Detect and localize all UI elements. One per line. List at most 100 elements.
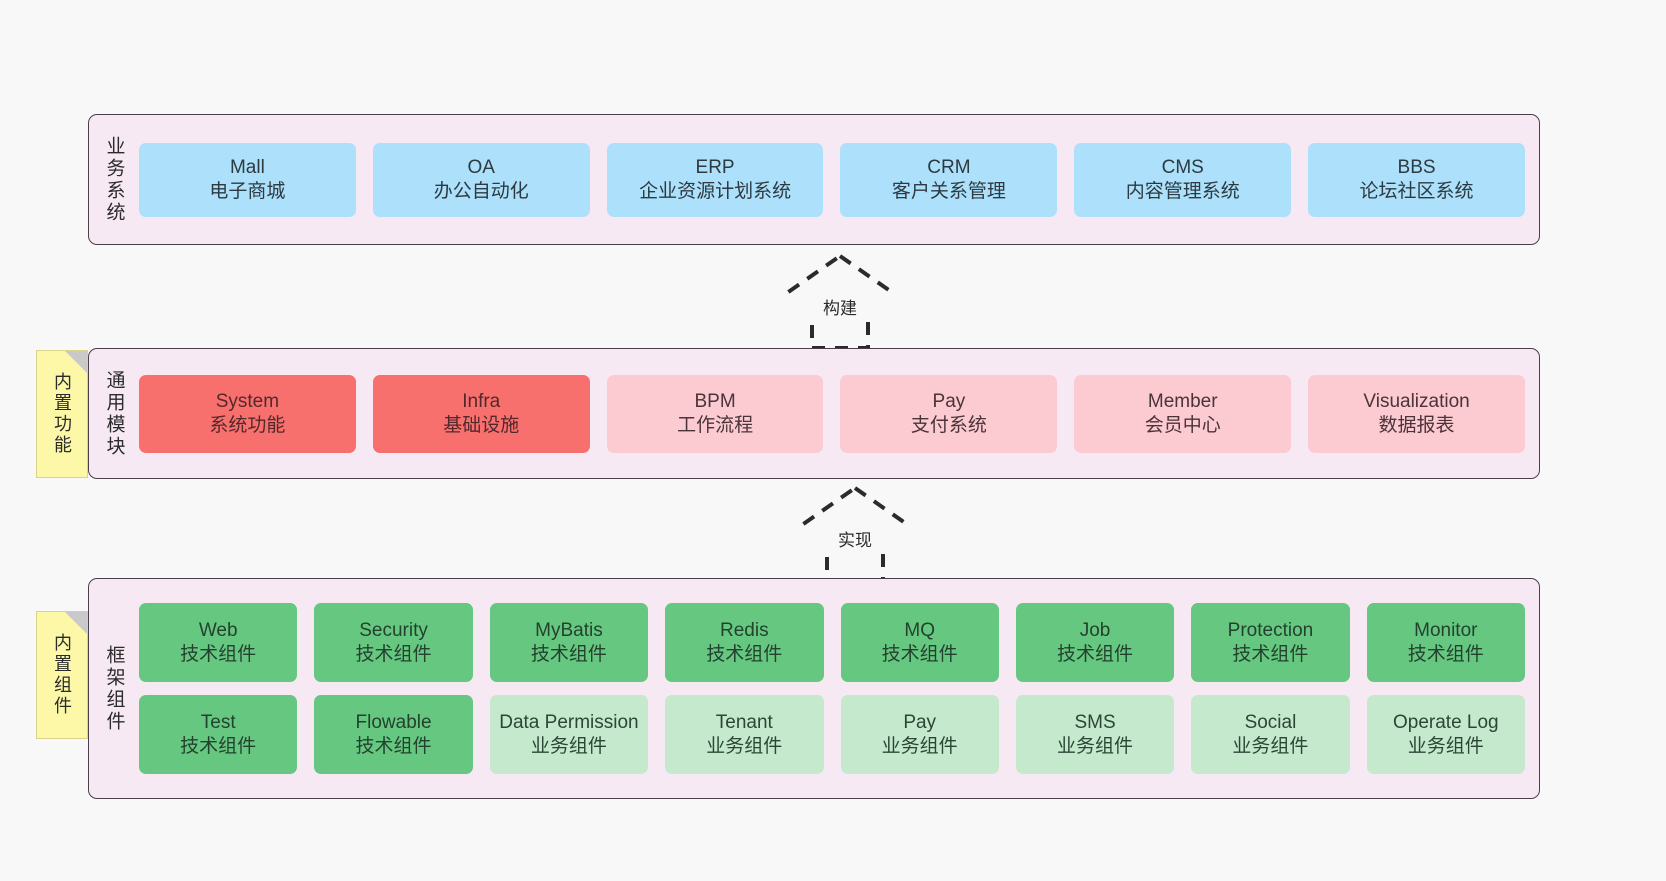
- card-title: Security: [359, 619, 428, 641]
- card-member[interactable]: Member 会员中心: [1074, 374, 1292, 453]
- card-title: System: [215, 390, 280, 412]
- card-title: Flowable: [355, 711, 432, 733]
- card-row: System 系统功能 Infra 基础设施 BPM 工作流程 Pay 支付系统…: [139, 374, 1525, 453]
- card-subtitle: 技术组件: [706, 643, 783, 665]
- layer-business-systems: 业务系统 Mall 电子商城 OA 办公自动化 ERP 企业资源计划系统 CRM…: [88, 114, 1540, 245]
- card-row: Test 技术组件 Flowable 技术组件 Data Permission …: [139, 695, 1525, 774]
- card-subtitle: 电子商城: [209, 180, 286, 202]
- card-subtitle: 技术组件: [1232, 643, 1309, 665]
- card-job[interactable]: Job 技术组件: [1015, 603, 1175, 682]
- card-social[interactable]: Social 业务组件: [1191, 695, 1350, 774]
- card-title: MyBatis: [535, 619, 603, 641]
- card-infra[interactable]: Infra 基础设施: [372, 374, 590, 453]
- card-mybatis[interactable]: MyBatis 技术组件: [489, 603, 649, 682]
- layer-common-modules: 通用模块 System 系统功能 Infra 基础设施 BPM 工作流程 Pay…: [88, 348, 1540, 479]
- card-row: Web 技术组件 Security 技术组件 MyBatis 技术组件 Redi…: [139, 603, 1525, 682]
- card-visualization[interactable]: Visualization 数据报表: [1308, 374, 1525, 453]
- card-title: Pay: [903, 711, 937, 733]
- card-mq[interactable]: MQ 技术组件: [840, 603, 999, 682]
- card-system[interactable]: System 系统功能: [139, 374, 356, 453]
- card-cms[interactable]: CMS 内容管理系统: [1074, 142, 1292, 217]
- card-subtitle: 业务组件: [706, 735, 783, 757]
- card-subtitle: 客户关系管理: [891, 180, 1006, 202]
- arrow-build-label: 构建: [760, 294, 920, 319]
- card-row: Mall 电子商城 OA 办公自动化 ERP 企业资源计划系统 CRM 客户关系…: [139, 142, 1525, 217]
- card-title: Pay: [932, 390, 966, 412]
- note-fold-icon: [65, 612, 87, 634]
- card-title: Visualization: [1363, 390, 1470, 412]
- card-title: Operate Log: [1392, 711, 1499, 733]
- card-subtitle: 业务组件: [881, 735, 958, 757]
- card-operate-log[interactable]: Operate Log 业务组件: [1366, 695, 1525, 774]
- card-title: Social: [1244, 711, 1297, 733]
- card-erp[interactable]: ERP 企业资源计划系统: [606, 142, 824, 217]
- card-subtitle: 技术组件: [355, 735, 432, 757]
- card-title: Redis: [720, 619, 769, 641]
- card-title: Monitor: [1414, 619, 1478, 641]
- card-mall[interactable]: Mall 电子商城: [139, 142, 356, 217]
- card-tenant[interactable]: Tenant 业务组件: [665, 695, 824, 774]
- card-security[interactable]: Security 技术组件: [314, 603, 473, 682]
- card-title: Mall: [229, 156, 265, 178]
- layer-title-business: 业务系统: [103, 135, 125, 224]
- card-bpm[interactable]: BPM 工作流程: [606, 374, 824, 453]
- card-subtitle: 技术组件: [530, 643, 607, 665]
- card-test[interactable]: Test 技术组件: [139, 695, 298, 774]
- card-redis[interactable]: Redis 技术组件: [665, 603, 824, 682]
- card-subtitle: 技术组件: [180, 735, 257, 757]
- note-builtin-function: 内置功能: [36, 350, 88, 478]
- card-subtitle: 论坛社区系统: [1359, 180, 1474, 202]
- card-subtitle: 业务组件: [530, 735, 607, 757]
- card-oa[interactable]: OA 办公自动化: [372, 142, 590, 217]
- arrow-realize: 实现: [775, 484, 935, 584]
- card-title: CMS: [1161, 156, 1204, 178]
- card-subtitle: 企业资源计划系统: [639, 180, 792, 202]
- card-subtitle: 基础设施: [443, 414, 520, 436]
- card-subtitle: 技术组件: [1407, 643, 1484, 665]
- layer-body-common: System 系统功能 Infra 基础设施 BPM 工作流程 Pay 支付系统…: [137, 349, 1539, 478]
- card-subtitle: 技术组件: [1057, 643, 1134, 665]
- card-subtitle: 数据报表: [1378, 414, 1455, 436]
- note-label: 内置功能: [52, 372, 72, 456]
- card-subtitle: 系统功能: [209, 414, 286, 436]
- card-title: CRM: [927, 156, 971, 178]
- card-subtitle: 技术组件: [881, 643, 958, 665]
- card-subtitle: 业务组件: [1407, 735, 1484, 757]
- card-pay-module[interactable]: Pay 支付系统: [840, 374, 1058, 453]
- note-builtin-component: 内置组件: [36, 611, 88, 739]
- card-crm[interactable]: CRM 客户关系管理: [840, 142, 1058, 217]
- card-subtitle: 支付系统: [910, 414, 987, 436]
- card-subtitle: 办公自动化: [433, 180, 529, 202]
- card-title: OA: [467, 156, 495, 178]
- card-title: MQ: [904, 619, 935, 641]
- card-subtitle: 工作流程: [677, 414, 754, 436]
- card-subtitle: 业务组件: [1057, 735, 1134, 757]
- card-flowable[interactable]: Flowable 技术组件: [314, 695, 473, 774]
- arrow-realize-label: 实现: [775, 526, 935, 551]
- card-title: BPM: [694, 390, 736, 412]
- card-sms[interactable]: SMS 业务组件: [1015, 695, 1175, 774]
- card-title: BBS: [1397, 156, 1436, 178]
- card-data-permission[interactable]: Data Permission 业务组件: [489, 695, 649, 774]
- card-monitor[interactable]: Monitor 技术组件: [1366, 603, 1525, 682]
- card-title: Member: [1147, 390, 1218, 412]
- card-protection[interactable]: Protection 技术组件: [1191, 603, 1350, 682]
- card-bbs[interactable]: BBS 论坛社区系统: [1308, 142, 1525, 217]
- card-subtitle: 内容管理系统: [1125, 180, 1240, 202]
- card-web[interactable]: Web 技术组件: [139, 603, 298, 682]
- card-subtitle: 会员中心: [1144, 414, 1221, 436]
- layer-body-framework: Web 技术组件 Security 技术组件 MyBatis 技术组件 Redi…: [137, 579, 1539, 798]
- note-fold-icon: [65, 351, 87, 373]
- arrow-build: 构建: [760, 252, 920, 352]
- card-title: ERP: [695, 156, 735, 178]
- card-title: Job: [1079, 619, 1111, 641]
- card-pay-component[interactable]: Pay 业务组件: [840, 695, 999, 774]
- card-title: Web: [198, 619, 238, 641]
- layer-title-framework: 框架组件: [103, 644, 125, 733]
- card-title: Test: [200, 711, 236, 733]
- card-title: Data Permission: [499, 711, 639, 733]
- card-title: Protection: [1227, 619, 1314, 641]
- card-title: SMS: [1074, 711, 1116, 733]
- note-label: 内置组件: [52, 633, 72, 717]
